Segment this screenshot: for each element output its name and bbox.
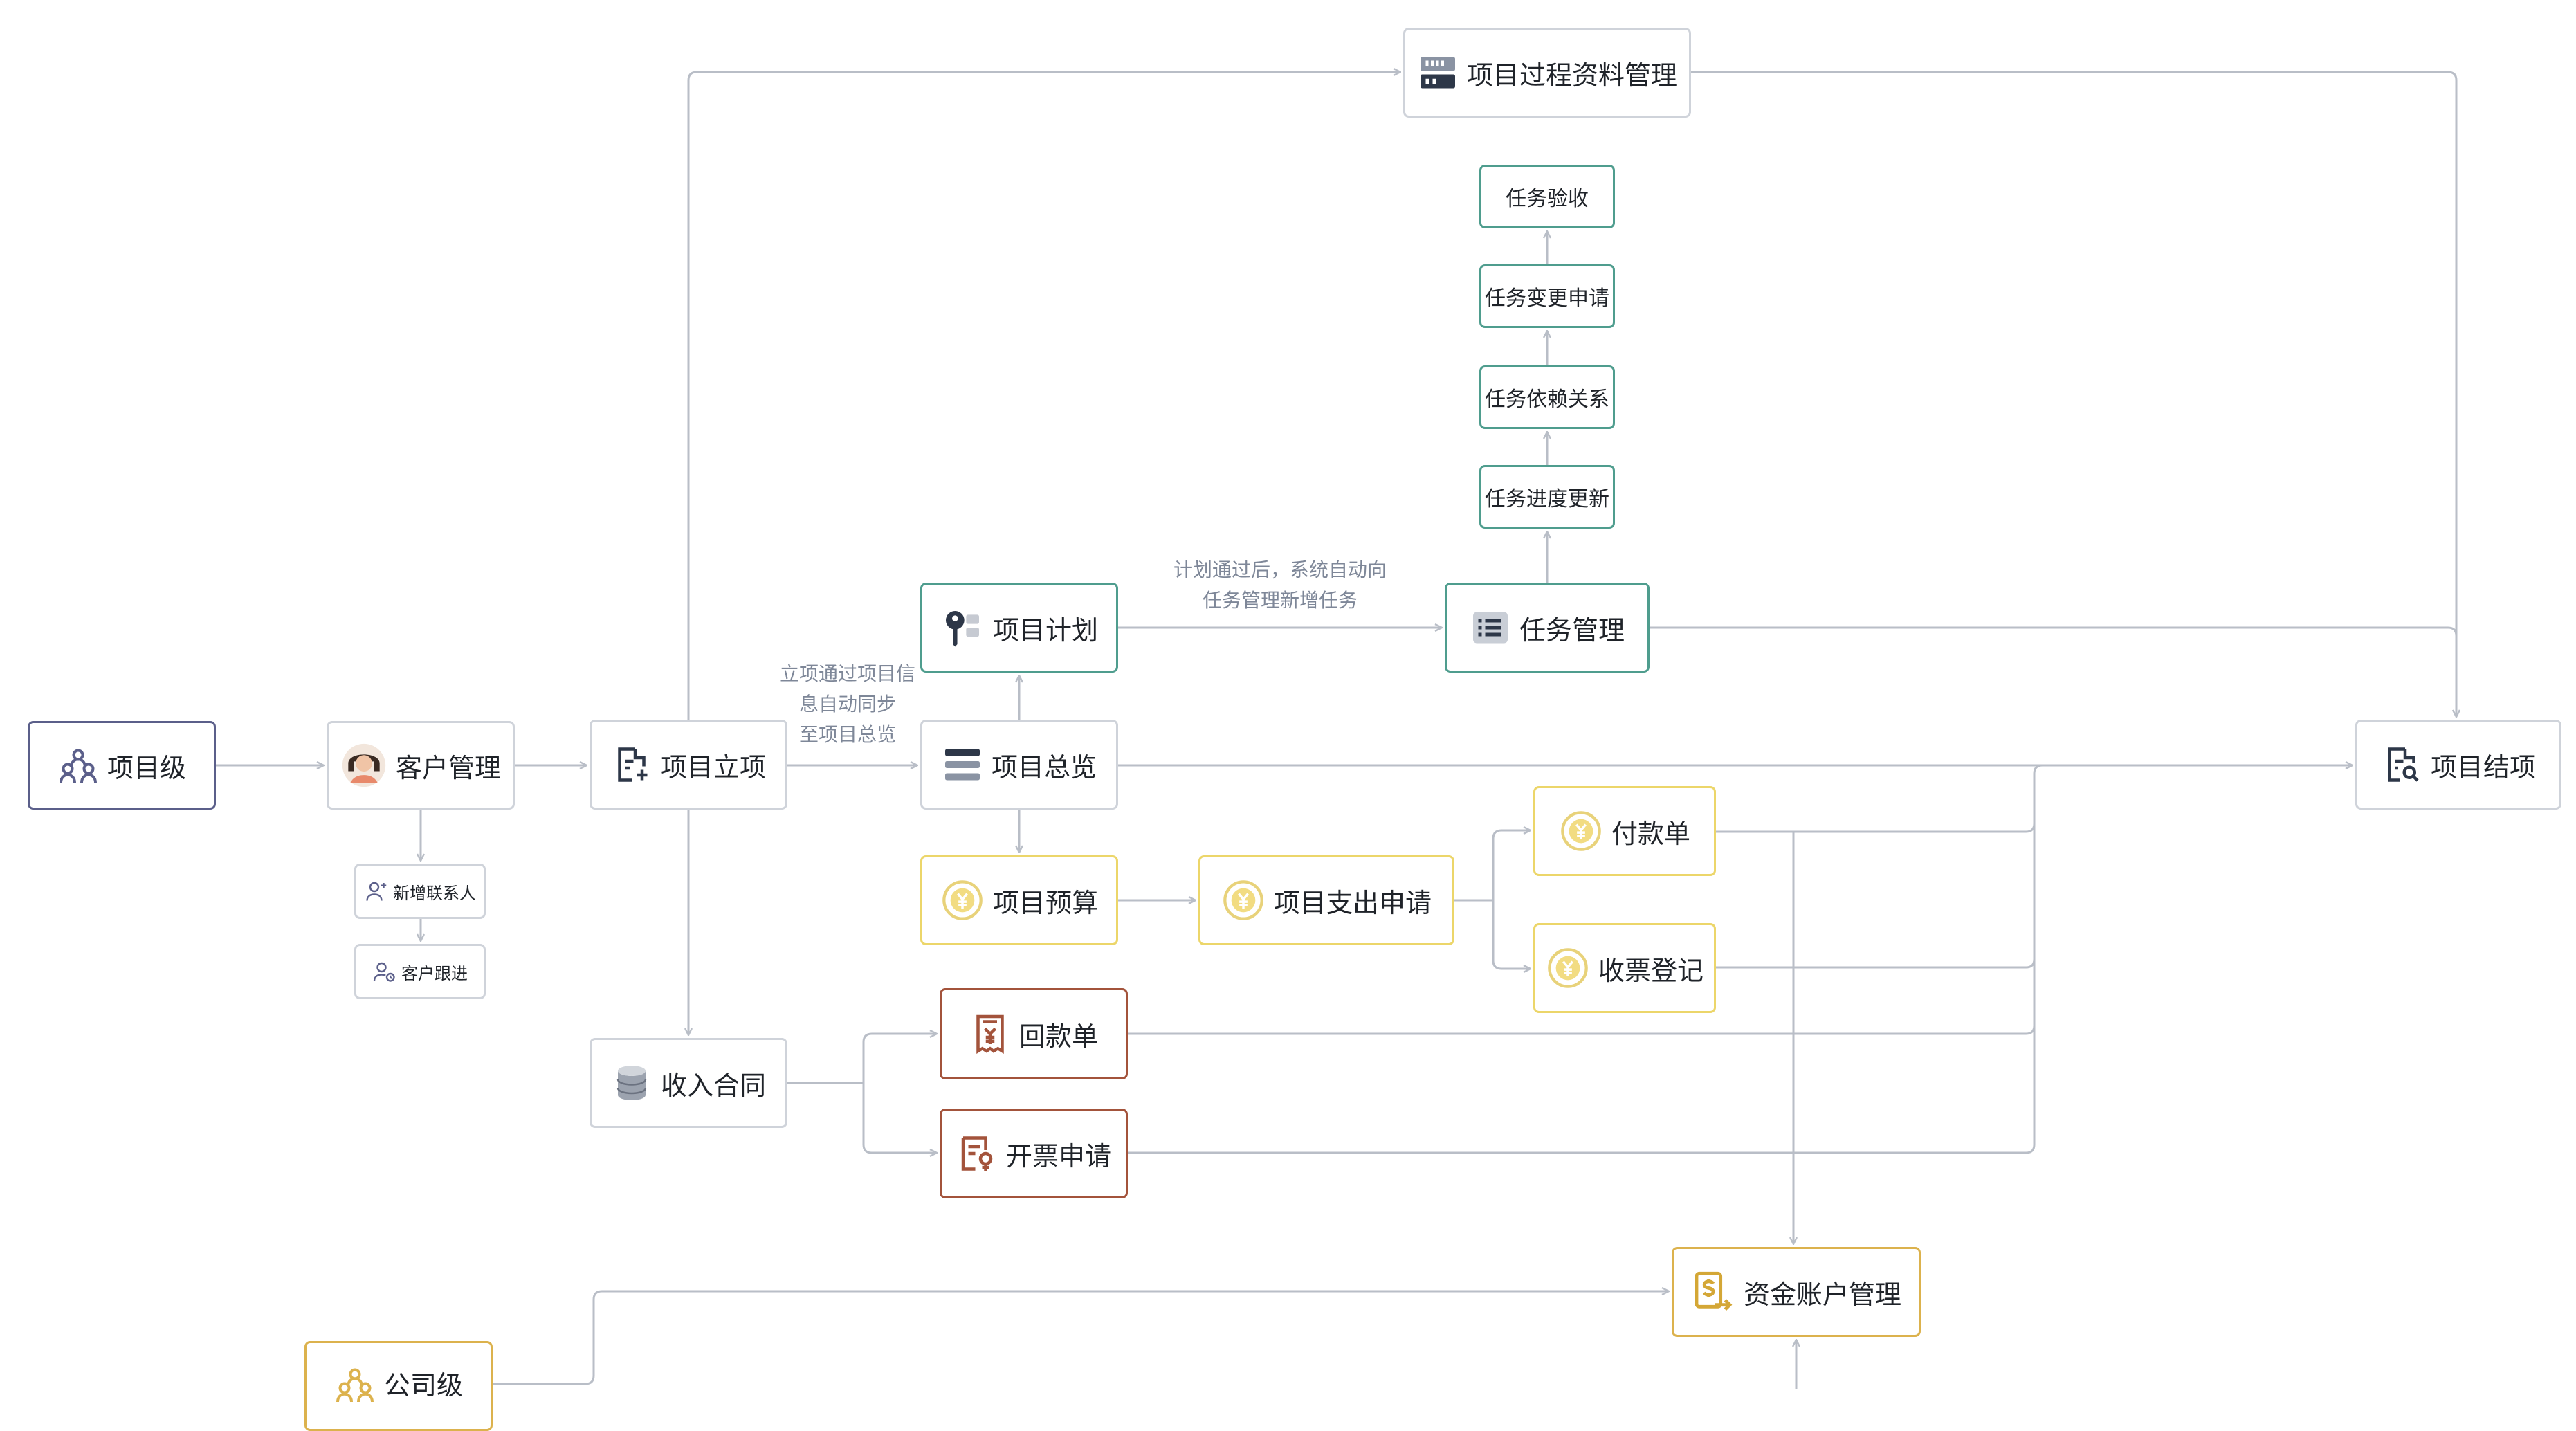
document-search-icon	[2381, 744, 2422, 785]
node-label: 收票登记	[1598, 955, 1703, 986]
node-new-contact[interactable]: 新增联系人	[354, 864, 486, 919]
node-expense-request[interactable]: 项目支出申请	[1198, 855, 1454, 945]
link-init-to-docs	[687, 72, 1400, 720]
node-label: 任务依赖关系	[1485, 388, 1609, 412]
node-label: 项目立项	[660, 751, 766, 783]
node-label: 项目结项	[2430, 751, 2536, 783]
node-task-change[interactable]: 任务变更申请	[1479, 264, 1615, 328]
node-task-acceptance[interactable]: 任务验收	[1479, 165, 1615, 228]
annotation-line: 任务管理新增任务	[1202, 589, 1358, 612]
annotation-line: 立项通过项目信	[779, 662, 915, 685]
node-label: 任务验收	[1506, 187, 1589, 211]
list-icon	[942, 744, 983, 785]
organization-icon	[334, 1364, 376, 1405]
node-label: 项目预算	[992, 887, 1098, 918]
node-income-contract[interactable]: 收入合同	[590, 1038, 787, 1128]
node-label: 项目支出申请	[1273, 887, 1432, 918]
link-trunk-to-close	[2033, 764, 2043, 1145]
yuan-coin-icon	[1546, 946, 1590, 990]
yuan-coin-icon	[1221, 878, 1266, 922]
link-docs-to-close	[1691, 71, 2456, 717]
document-add-icon	[611, 744, 652, 785]
node-task-progress[interactable]: 任务进度更新	[1479, 465, 1615, 529]
node-invoice-request[interactable]: 开票申请	[940, 1109, 1128, 1198]
node-customer-follow[interactable]: 客户跟进	[354, 944, 486, 999]
node-company-level[interactable]: 公司级	[304, 1341, 493, 1431]
annotation-plan-to-task: 计划通过后，系统自动向 任务管理新增任务	[1149, 555, 1412, 616]
node-project-close[interactable]: 项目结项	[2355, 720, 2561, 810]
node-label: 收入合同	[660, 1070, 766, 1101]
node-project-init[interactable]: 项目立项	[590, 720, 787, 810]
link-expense-to-payment	[1492, 830, 1531, 900]
node-label: 项目级	[107, 752, 186, 783]
node-label: 任务管理	[1519, 614, 1625, 646]
user-add-icon	[364, 879, 389, 904]
link-contract-to-invoice	[862, 1083, 937, 1153]
link-collection-to-trunk	[1128, 1025, 2036, 1035]
node-label: 项目过程资料管理	[1466, 60, 1677, 91]
node-label: 资金账户管理	[1743, 1279, 1901, 1310]
node-customer-mgmt[interactable]: 客户管理	[327, 721, 515, 810]
node-label: 项目计划	[992, 614, 1098, 646]
annotation-line: 息自动同步	[798, 693, 896, 716]
node-label: 任务进度更新	[1485, 487, 1609, 511]
link-company-to-fund	[493, 1291, 1669, 1385]
node-label: 任务变更申请	[1485, 286, 1609, 311]
annotation-init-sync: 立项通过项目信 息自动同步 至项目总览	[768, 659, 927, 750]
node-label: 公司级	[383, 1370, 463, 1401]
connector-layer	[216, 0, 2576, 1389]
yuan-receipt-icon	[969, 1013, 1011, 1055]
node-project-level[interactable]: 项目级	[28, 721, 216, 810]
server-icon	[1417, 52, 1459, 93]
node-process-docs[interactable]: 项目过程资料管理	[1403, 28, 1691, 118]
avatar-icon	[340, 742, 387, 789]
dollar-transfer-icon	[1691, 1270, 1735, 1314]
node-task-mgmt[interactable]: 任务管理	[1445, 583, 1650, 673]
node-invoice-receipt[interactable]: 收票登记	[1533, 923, 1716, 1013]
link-invoice-to-trunk	[1128, 1144, 2036, 1154]
yuan-coin-icon	[940, 878, 985, 922]
task-list-icon	[1470, 607, 1511, 648]
annotation-line: 至项目总览	[798, 723, 896, 746]
node-label: 回款单	[1018, 1021, 1098, 1052]
invoice-icon	[956, 1133, 998, 1174]
link-task-to-close	[1650, 626, 2456, 717]
node-label: 客户跟进	[401, 963, 468, 983]
node-label: 付款单	[1611, 818, 1690, 849]
people-icon	[57, 745, 99, 786]
node-project-plan[interactable]: 项目计划	[920, 583, 1118, 673]
node-task-dependency[interactable]: 任务依赖关系	[1479, 365, 1615, 429]
node-label: 新增联系人	[393, 883, 476, 903]
node-label: 客户管理	[395, 752, 501, 783]
key-icon	[940, 605, 985, 650]
annotation-line: 计划通过后，系统自动向	[1173, 558, 1387, 581]
node-label: 项目总览	[991, 751, 1097, 783]
node-label: 开票申请	[1005, 1140, 1111, 1172]
node-fund-account[interactable]: 资金账户管理	[1672, 1247, 1921, 1337]
yuan-coin-icon	[1559, 809, 1603, 853]
flowchart-canvas: 项目级 客户管理 新增联系人 客户跟进 项目立项 项目计划	[28, 0, 2576, 1431]
user-follow-icon	[372, 959, 397, 984]
node-collection-order[interactable]: 回款单	[940, 988, 1128, 1079]
node-project-budget[interactable]: 项目预算	[920, 855, 1118, 945]
link-payment-to-trunk	[1716, 823, 2036, 833]
node-payment-order[interactable]: 付款单	[1533, 786, 1716, 876]
link-expense-to-receipt	[1492, 900, 1531, 969]
node-project-overview[interactable]: 项目总览	[920, 720, 1118, 810]
database-icon	[611, 1062, 652, 1104]
link-receipt-to-trunk	[1716, 958, 2036, 969]
link-contract-to-collection	[862, 1034, 937, 1083]
